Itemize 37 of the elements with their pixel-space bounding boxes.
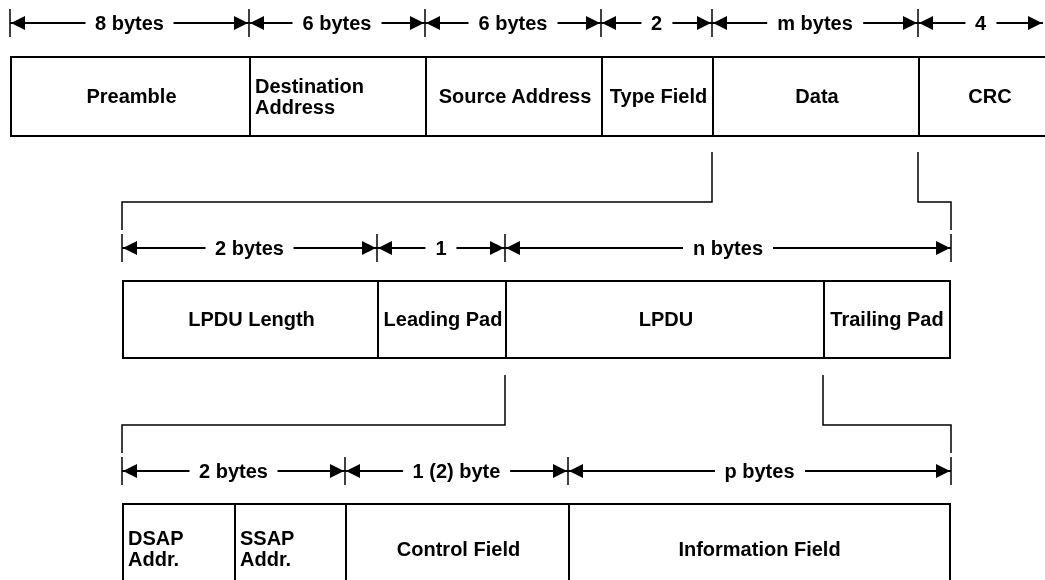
dimension-label: 6 bytes <box>292 12 382 34</box>
dimension-label: 2 bytes <box>189 460 278 482</box>
dimension-label: m bytes <box>767 12 863 34</box>
field-cell <box>601 56 714 137</box>
field-cell <box>823 280 951 359</box>
field-cell <box>234 503 347 580</box>
field-name: DSAP Addr. <box>127 528 185 570</box>
field-name: Preamble <box>85 86 178 107</box>
field-name: Data <box>794 86 840 107</box>
dimension-label: 2 bytes <box>205 237 294 259</box>
field-cell <box>10 56 251 137</box>
field-name: SSAP Addr. <box>239 528 296 570</box>
field-name: Destination Address <box>254 75 365 118</box>
dimension-label: n bytes <box>683 237 773 259</box>
field-cell <box>122 280 379 359</box>
dimension-label: p bytes <box>714 460 805 482</box>
dimension-label: 1 (2) byte <box>402 460 511 482</box>
field-name: Leading Pad <box>382 309 504 330</box>
dimension-label: 8 bytes <box>85 12 174 34</box>
field-cell <box>377 280 507 359</box>
field-cell <box>918 56 1045 137</box>
field-name: CRC <box>967 86 1013 107</box>
field-cell <box>505 280 825 359</box>
dimension-label: 6 bytes <box>468 12 558 34</box>
field-name: Information Field <box>677 538 842 560</box>
field-cell <box>712 56 920 137</box>
field-name: LPDU <box>637 309 695 330</box>
field-name: Control Field <box>395 538 522 560</box>
field-name: Source Address <box>437 86 593 107</box>
field-cell <box>568 503 951 580</box>
field-cell <box>345 503 570 580</box>
field-cell <box>122 503 236 580</box>
field-name: Trailing Pad <box>829 309 945 330</box>
field-cell <box>249 56 427 137</box>
field-name: LPDU Length <box>187 309 316 330</box>
field-name: Type Field <box>608 86 709 107</box>
field-cell <box>425 56 603 137</box>
